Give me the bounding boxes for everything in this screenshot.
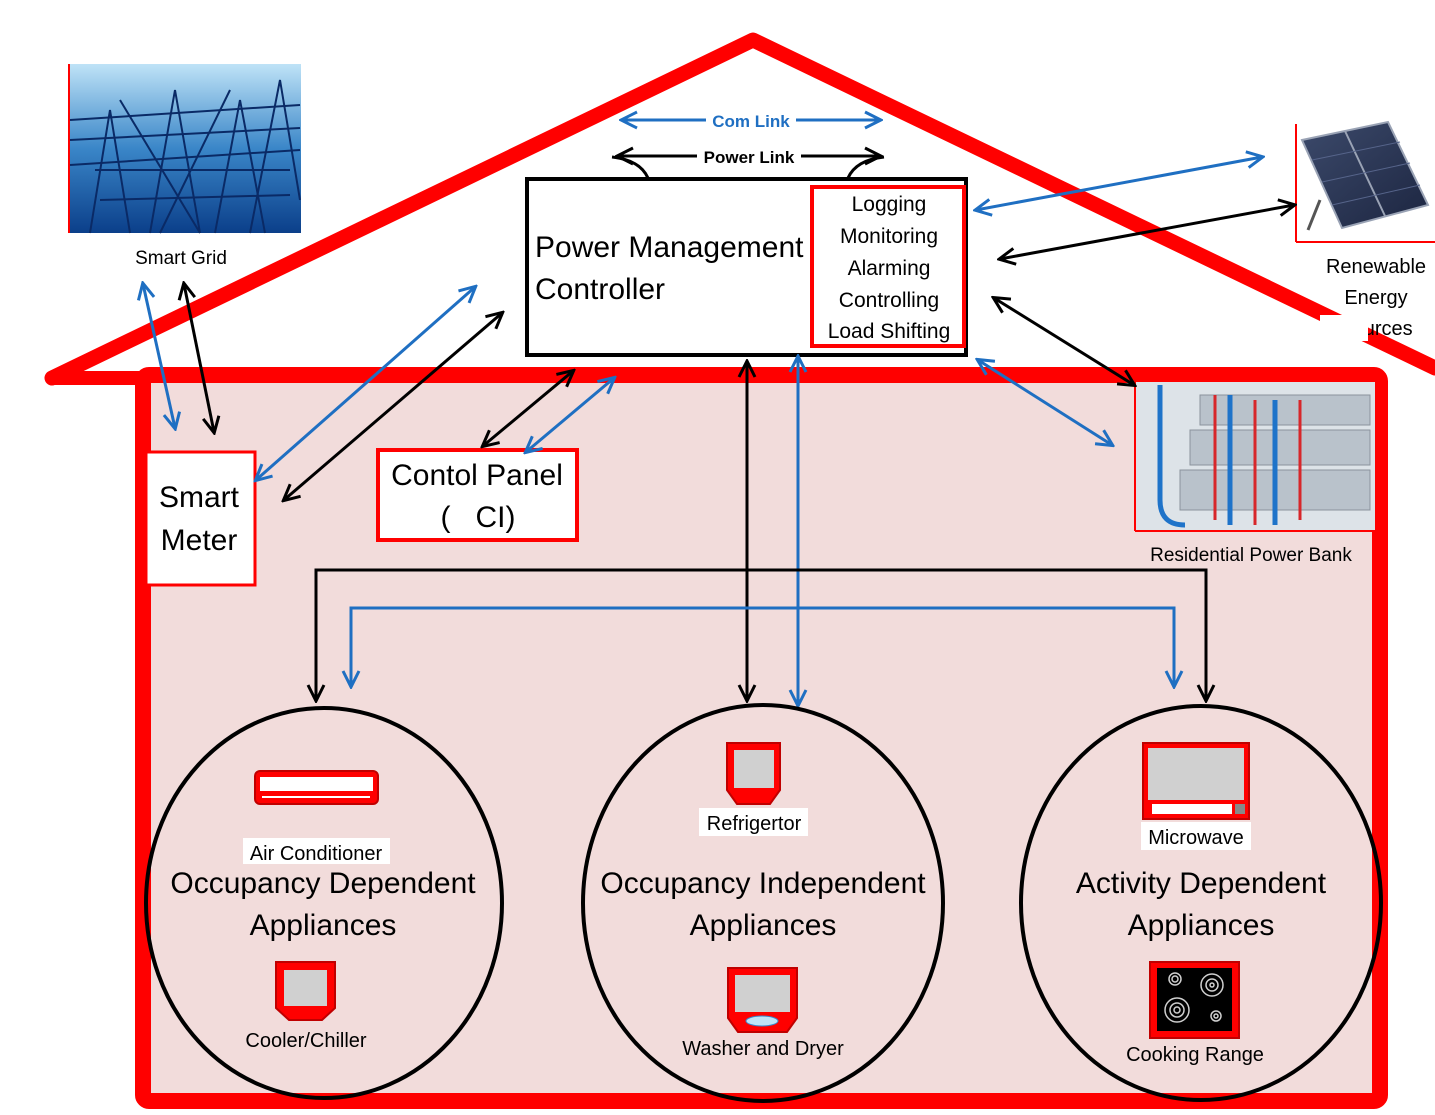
refrigerator-label-bg [699, 808, 808, 836]
refrigerator-icon [726, 742, 781, 805]
renewable-label-mask [1320, 315, 1368, 341]
control-panel-line1: Contol Panel [391, 459, 563, 492]
renewable-label-line2: Energy [1344, 287, 1407, 309]
solar-panel-image [1295, 120, 1435, 243]
occupancy-dependent-line1: Occupancy Dependent [170, 867, 476, 900]
occupancy-independent-line1: Occupancy Independent [600, 867, 926, 900]
power-link-curve-left [611, 155, 650, 179]
function-logging: Logging [852, 193, 927, 216]
smart-meter-line1: Smart [159, 481, 240, 514]
air-conditioner-icon [254, 770, 379, 805]
microwave-icon [1142, 742, 1250, 820]
cooking-range-label: Cooking Range [1126, 1044, 1264, 1066]
meter-controller-power-link [284, 313, 502, 500]
power-link-label: Power Link [704, 148, 795, 167]
power-bus [316, 568, 1206, 700]
function-load-shifting: Load Shifting [828, 320, 951, 343]
controller-bank-com-link [978, 360, 1112, 445]
power-link-label-bg [697, 145, 801, 167]
smart-grid-label: Smart Grid [135, 248, 227, 269]
cooler-chiller-label: Cooler/Chiller [245, 1030, 366, 1052]
renewable-label-line1: Renewable [1326, 256, 1426, 278]
air-conditioner-label-bg [243, 838, 390, 864]
microwave-label-bg [1141, 822, 1251, 850]
occupancy-dependent-group [144, 706, 504, 1100]
grid-meter-com-link [143, 284, 175, 428]
microwave-label: Microwave [1148, 827, 1244, 849]
controller-renewable-power-link [1000, 205, 1294, 259]
cooking-range-icon [1149, 961, 1240, 1039]
control-panel-line2: ( CI) [441, 501, 516, 534]
function-monitoring: Monitoring [840, 225, 938, 248]
occupancy-dependent-line2: Appliances [250, 909, 397, 942]
panel-controller-com-link [526, 378, 614, 452]
smart-grid-image [68, 64, 301, 234]
power-link-curve-right [846, 155, 885, 179]
grid-meter-power-link [184, 284, 214, 432]
com-link-label-bg [706, 110, 796, 132]
com-bus [351, 606, 1174, 686]
controller-title-line1: Power Management [535, 231, 804, 264]
smart-meter-box [144, 450, 257, 587]
com-link-label: Com Link [712, 112, 790, 131]
refrigerator-label: Refrigertor [707, 813, 802, 835]
cooler-chiller-icon [275, 961, 336, 1021]
air-conditioner-label: Air Conditioner [250, 843, 383, 865]
activity-dependent-group [1019, 704, 1383, 1102]
washer-dryer-icon [727, 967, 798, 1033]
function-alarming: Alarming [848, 257, 931, 280]
activity-dependent-line2: Appliances [1128, 909, 1275, 942]
power-bank-label: Residential Power Bank [1150, 545, 1352, 566]
smart-meter-line2: Meter [161, 524, 238, 557]
controller-title-line2: Controller [535, 273, 665, 306]
controller-functions-box [810, 185, 966, 348]
function-controlling: Controlling [839, 289, 939, 312]
power-bank-image [1134, 382, 1375, 532]
occupancy-independent-group [581, 703, 945, 1103]
washer-dryer-label: Washer and Dryer [682, 1038, 844, 1060]
occupancy-independent-line2: Appliances [690, 909, 837, 942]
activity-dependent-line1: Activity Dependent [1076, 867, 1327, 900]
